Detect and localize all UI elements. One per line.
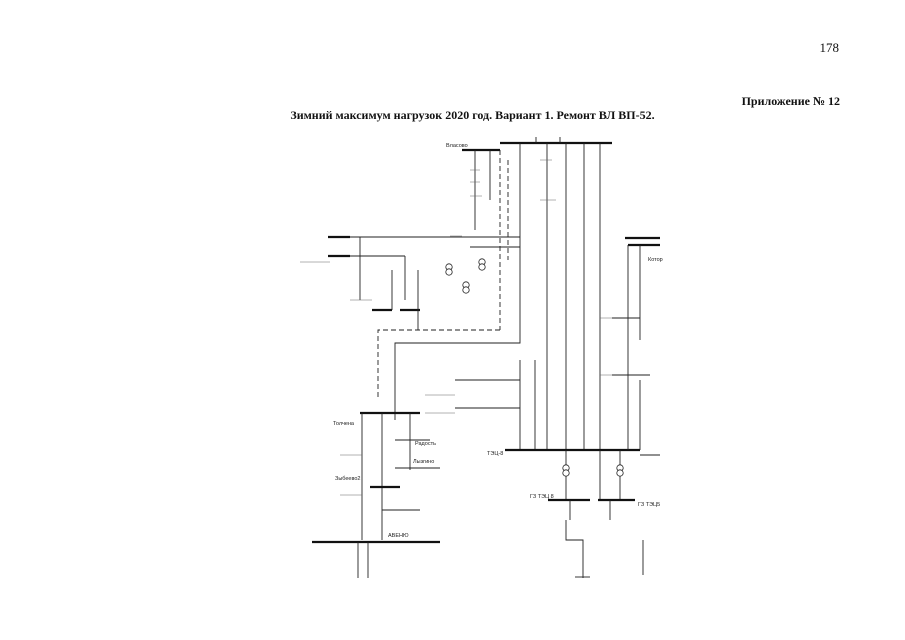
avenue-label: АВЕНЮ xyxy=(388,533,409,539)
page-number: 178 xyxy=(819,40,840,55)
tec-label: ТЭЦ-8 xyxy=(487,451,503,457)
radost-label: Радость xyxy=(415,441,436,447)
vlasovo-label: Власово xyxy=(446,143,468,149)
dashed-link xyxy=(377,329,500,400)
zybeevo-label: Зыбеево2 xyxy=(335,476,360,482)
page-title: Зимний максимум нагрузок 2020 год. Вариа… xyxy=(290,108,655,122)
gs2-label: ГЗ ТЭЦ5 xyxy=(638,502,660,508)
gs1-label: ГЗ ТЭЦ 8 xyxy=(530,494,554,500)
tolchena-label: Толчена xyxy=(333,421,355,427)
kotor-label: Котор xyxy=(648,257,663,263)
appendix-label: Приложение № 12 xyxy=(741,94,840,108)
lyzgino-label: Лызгино xyxy=(413,459,434,465)
